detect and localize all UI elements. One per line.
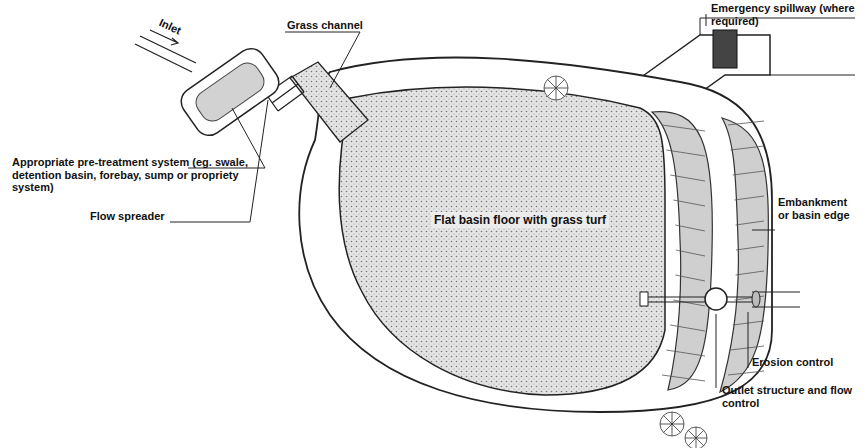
tree-symbols	[544, 76, 707, 448]
erosion-control	[752, 291, 760, 307]
pretreatment-unit	[176, 43, 284, 141]
pretreatment-label: Appropriate pre-treatment system (eg. sw…	[12, 156, 257, 194]
inlet-label: Inlet	[157, 16, 199, 44]
basin-edge	[299, 57, 772, 412]
outlet-pipe-out	[752, 292, 800, 307]
outlet-label: Outlet structure and flow control	[722, 384, 857, 409]
spillway-block	[713, 30, 737, 68]
grass-channel-label: Grass channel	[287, 19, 377, 32]
outlet-pipe	[645, 297, 752, 302]
embankment-label: Embankment or basin edge	[778, 196, 860, 221]
grass-channel	[290, 62, 368, 142]
outlet-pit	[705, 288, 727, 310]
basin-floor	[339, 87, 665, 395]
spillway-label: Emergency spillway (where required)	[711, 2, 861, 27]
leader-lines	[170, 14, 775, 388]
outlet-inlet	[640, 292, 648, 306]
inlet-pipe	[135, 36, 196, 72]
embankment-outer	[720, 118, 768, 392]
area-label: Flat basin floor with grass turf	[431, 212, 609, 228]
erosion-control-label: Erosion control	[752, 356, 857, 369]
embankment-hatch	[662, 121, 764, 381]
flow-spreader-label: Flow spreader	[90, 210, 180, 223]
basin-floor-area: Flat basin floor with grass turf	[420, 200, 620, 240]
